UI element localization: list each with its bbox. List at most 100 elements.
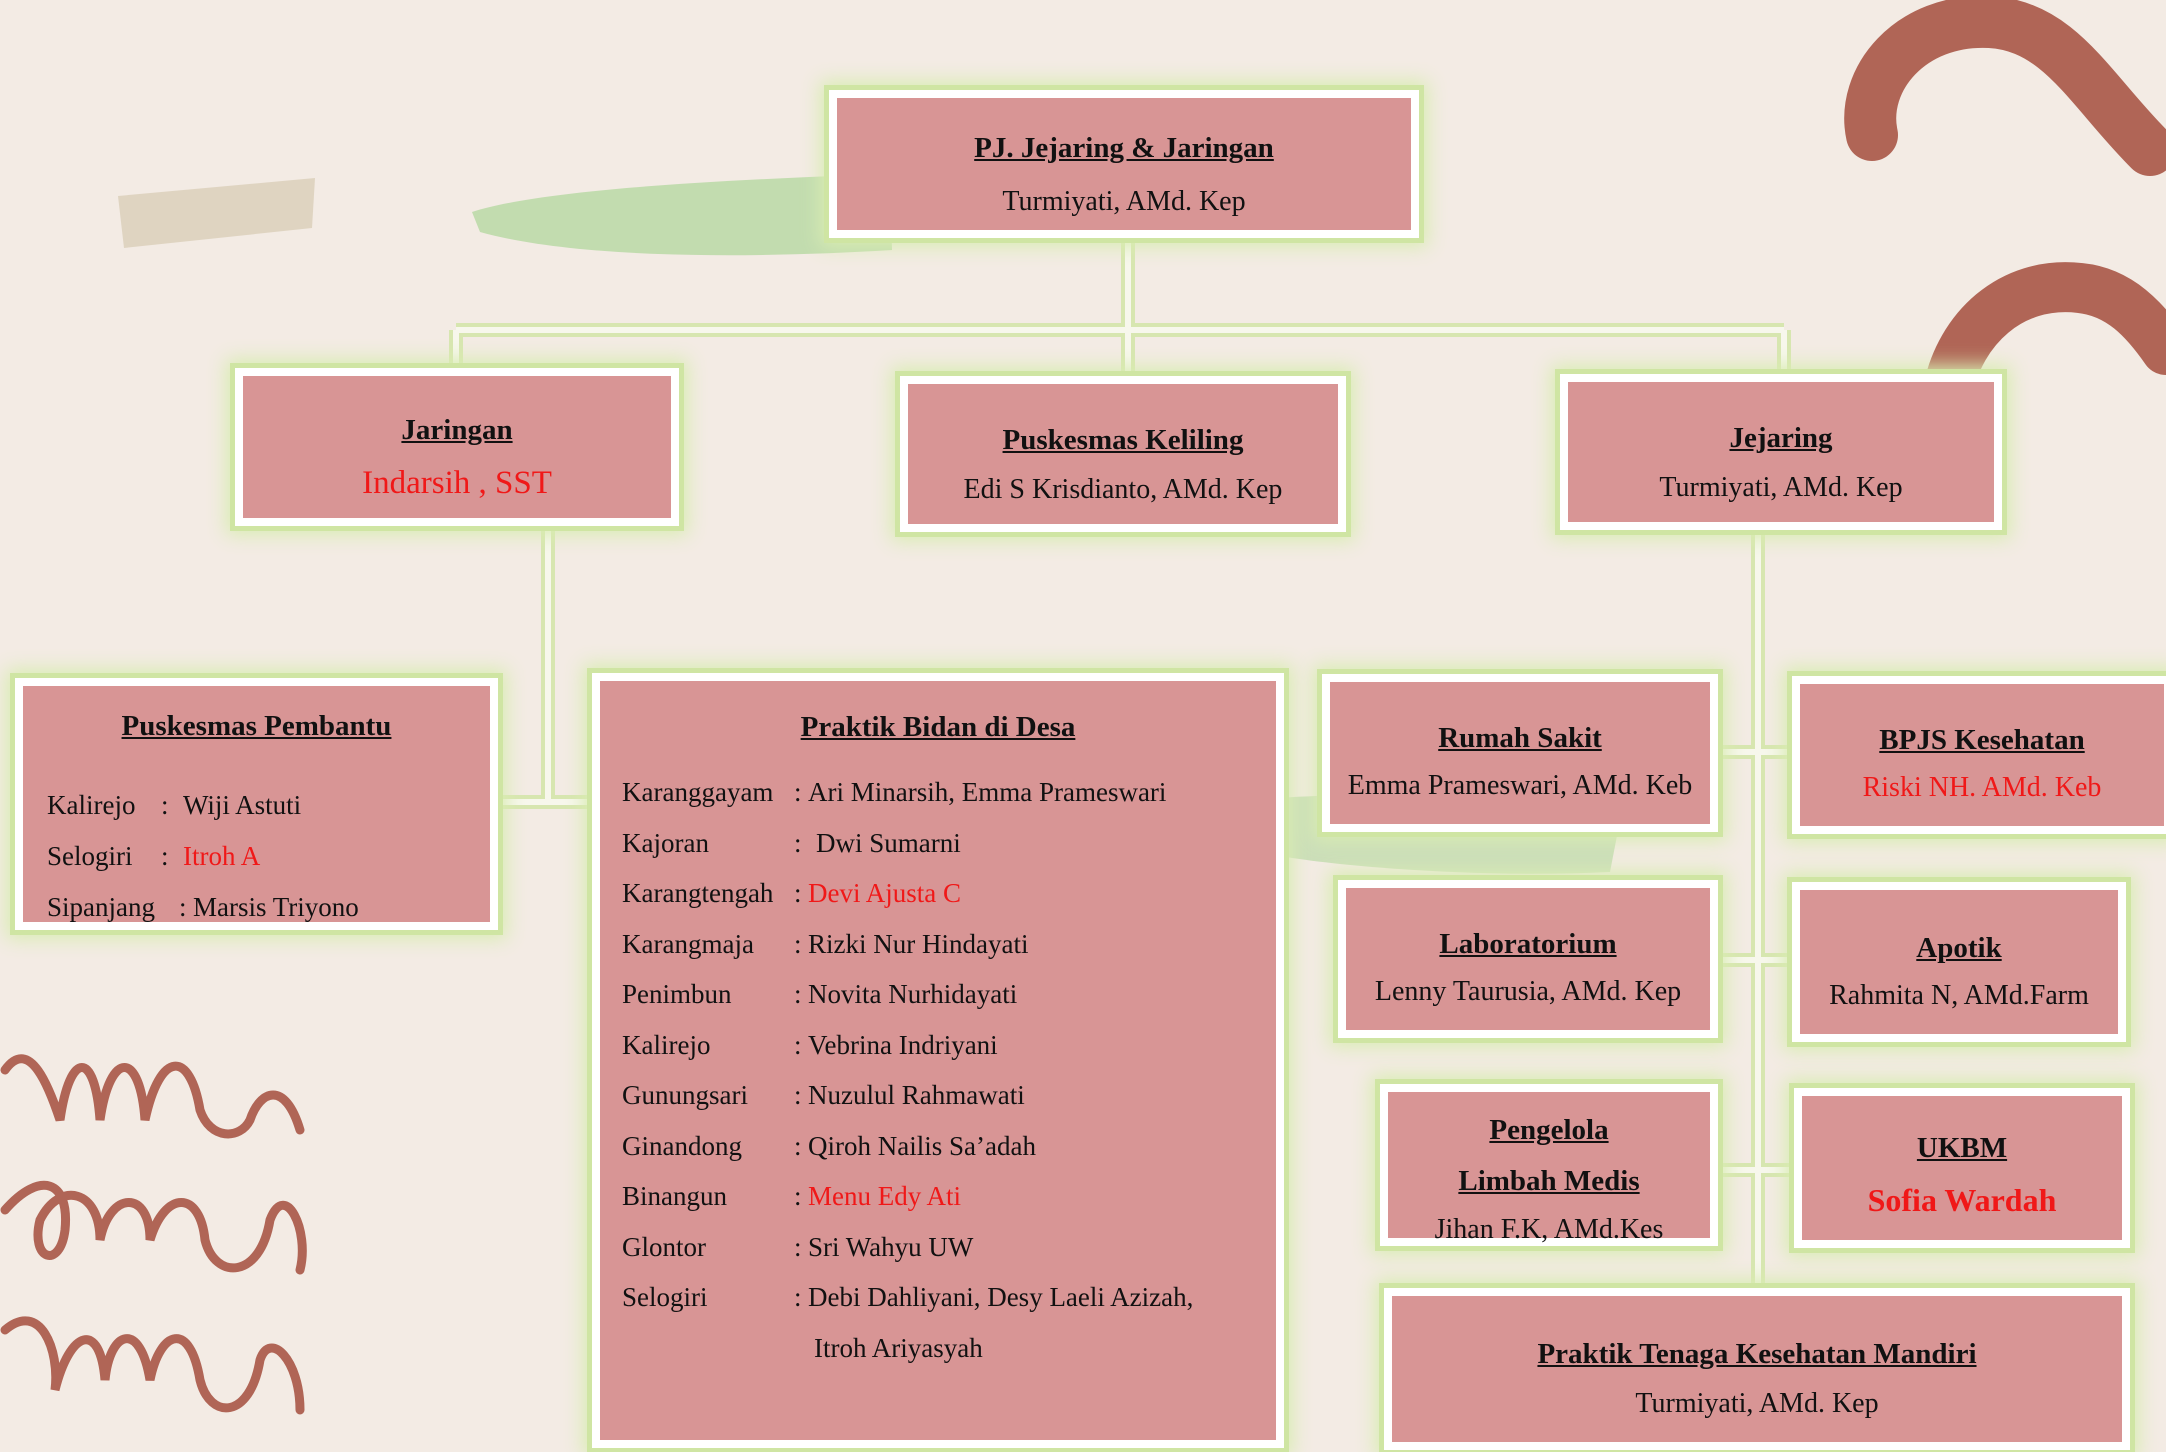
bidan-person: Nuzulul Rahmawati	[808, 1080, 1025, 1111]
list-item: Itroh Ariyasyah	[622, 1323, 1276, 1374]
bidan-person: Rizki Nur Hindayati	[808, 928, 1029, 959]
jaringan-name: Indarsih , SST	[362, 465, 552, 502]
limbah-box: Pengelola Limbah Medis Jihan F.K, AMd.Ke…	[1380, 1084, 1718, 1246]
bidan-sep: :	[794, 1282, 802, 1313]
pustu-list: Kalirejo : Wiji Astuti Selogiri : Itroh …	[47, 780, 490, 933]
jejaring-name: Turmiyati, AMd. Kep	[1659, 472, 1903, 504]
pustu-place: Sipanjang	[47, 892, 155, 923]
lab-box: Laboratorium Lenny Taurusia, AMd. Kep	[1338, 880, 1718, 1038]
decor-brown-arc-top	[1844, 0, 2166, 176]
bidan-sep: :	[794, 1181, 802, 1212]
bidan-person: Debi Dahliyani, Desy Laeli Azizah,	[808, 1282, 1194, 1313]
list-item: Selogiri : Itroh A	[47, 831, 490, 882]
bidan-place: Kalirejo	[622, 1029, 711, 1060]
lab-title: Laboratorium	[1439, 928, 1617, 960]
bidan-place: Selogiri	[622, 1282, 708, 1313]
decor-green-brush	[472, 174, 892, 256]
keliling-box: Puskesmas Keliling Edi S Krisdianto, AMd…	[900, 376, 1346, 532]
list-item: Karanggayam:Ari Minarsih, Emma Prameswar…	[622, 767, 1276, 818]
pustu-person: Marsis Triyono	[193, 892, 359, 923]
keliling-name: Edi S Krisdianto, AMd. Kep	[963, 474, 1283, 506]
bidan-sep: :	[794, 1029, 802, 1060]
list-item: Penimbun:Novita Nurhidayati	[622, 969, 1276, 1020]
bidan-sep: :	[794, 979, 802, 1010]
bpjs-name: Riski NH. AMd. Keb	[1862, 772, 2102, 804]
list-item: Selogiri:Debi Dahliyani, Desy Laeli Aziz…	[622, 1272, 1276, 1323]
mandiri-name: Turmiyati, AMd. Kep	[1635, 1388, 1879, 1420]
bidan-person: Itroh Ariyasyah	[814, 1332, 983, 1363]
list-item: Karangmaja:Rizki Nur Hindayati	[622, 919, 1276, 970]
bidan-sep: :	[794, 1080, 802, 1111]
mandiri-box: Praktik Tenaga Kesehatan Mandiri Turmiya…	[1384, 1288, 2130, 1450]
top-name: Turmiyati, AMd. Kep	[1002, 186, 1246, 218]
pustu-place: Selogiri	[47, 841, 133, 872]
apotik-title: Apotik	[1916, 932, 2002, 964]
decor-brown-arc-mid	[1923, 262, 2166, 410]
pustu-sep: :	[179, 892, 187, 923]
top-box: PJ. Jejaring & Jaringan Turmiyati, AMd. …	[829, 90, 1419, 238]
limbah-name: Jihan F.K, AMd.Kes	[1434, 1213, 1664, 1245]
bidan-person: Novita Nurhidayati	[808, 979, 1018, 1010]
list-item: Kajoran: Dwi Sumarni	[622, 818, 1276, 869]
bidan-place: Karangtengah	[622, 878, 774, 909]
pustu-sep: :	[161, 841, 169, 872]
bidan-sep: :	[794, 928, 802, 959]
bidan-box: Praktik Bidan di Desa Karanggayam:Ari Mi…	[592, 673, 1284, 1448]
pustu-title: Puskesmas Pembantu	[121, 710, 392, 742]
bidan-place: Penimbun	[622, 979, 732, 1010]
apotik-name: Rahmita N, AMd.Farm	[1829, 980, 2089, 1012]
rs-title: Rumah Sakit	[1438, 722, 1602, 754]
keliling-title: Puskesmas Keliling	[1002, 424, 1244, 456]
pustu-box: Puskesmas Pembantu Kalirejo : Wiji Astut…	[15, 678, 498, 930]
lab-name: Lenny Taurusia, AMd. Kep	[1374, 976, 1682, 1008]
bidan-sep: :	[794, 1231, 802, 1262]
rs-name: Emma Prameswari, AMd. Keb	[1347, 770, 1693, 802]
bidan-place: Kajoran	[622, 827, 709, 858]
list-item: Gunungsari:Nuzulul Rahmawati	[622, 1070, 1276, 1121]
list-item: Binangun:Menu Edy Ati	[622, 1171, 1276, 1222]
bidan-place: Glontor	[622, 1231, 706, 1262]
mandiri-title: Praktik Tenaga Kesehatan Mandiri	[1537, 1338, 1977, 1370]
bidan-person: Devi Ajusta C	[808, 878, 961, 909]
rs-box: Rumah Sakit Emma Prameswari, AMd. Keb	[1322, 674, 1718, 832]
pustu-sep: :	[161, 790, 169, 821]
apotik-box: Apotik Rahmita N, AMd.Farm	[1792, 882, 2126, 1042]
bidan-person: Qiroh Nailis Sa’adah	[808, 1130, 1036, 1161]
bidan-sep	[794, 1323, 814, 1374]
list-item: Kalirejo : Wiji Astuti	[47, 780, 490, 831]
ukbm-box: UKBM Sofia Wardah	[1794, 1088, 2130, 1248]
bidan-sep: :	[794, 777, 802, 808]
decor-tape	[118, 178, 315, 248]
bidan-place: Gunungsari	[622, 1080, 748, 1111]
bidan-person: Vebrina Indriyani	[808, 1029, 998, 1060]
bidan-place: Karanggayam	[622, 777, 774, 808]
list-item: Kalirejo:Vebrina Indriyani	[622, 1020, 1276, 1071]
pustu-person: Itroh A	[183, 841, 261, 872]
ukbm-name: Sofia Wardah	[1867, 1182, 2057, 1219]
list-item: Sipanjang : Marsis Triyono	[47, 882, 490, 933]
bpjs-title: BPJS Kesehatan	[1879, 724, 2085, 756]
bidan-title: Praktik Bidan di Desa	[800, 711, 1076, 743]
list-item: Ginandong:Qiroh Nailis Sa’adah	[622, 1121, 1276, 1172]
bidan-person: Sri Wahyu UW	[808, 1231, 974, 1262]
pustu-place: Kalirejo	[47, 790, 136, 821]
jejaring-box: Jejaring Turmiyati, AMd. Kep	[1560, 374, 2002, 530]
bpjs-box: BPJS Kesehatan Riski NH. AMd. Keb	[1792, 676, 2166, 834]
jaringan-box: Jaringan Indarsih , SST	[235, 368, 679, 526]
decor-squiggles	[0, 1054, 307, 1415]
bidan-place: Ginandong	[622, 1130, 742, 1161]
bidan-sep: :	[794, 1130, 802, 1161]
bidan-person: Dwi Sumarni	[816, 827, 961, 858]
bidan-place	[622, 1323, 794, 1374]
ukbm-title: UKBM	[1916, 1132, 2008, 1164]
limbah-title-1: Pengelola	[1489, 1114, 1609, 1146]
bidan-person: Menu Edy Ati	[808, 1181, 961, 1212]
top-title: PJ. Jejaring & Jaringan	[974, 132, 1274, 164]
limbah-title-2: Limbah Medis	[1458, 1165, 1640, 1198]
pustu-person: Wiji Astuti	[183, 790, 302, 821]
list-item: Glontor:Sri Wahyu UW	[622, 1222, 1276, 1273]
bidan-sep: :	[794, 827, 802, 858]
bidan-person: Ari Minarsih, Emma Prameswari	[808, 777, 1167, 808]
bidan-sep: :	[794, 878, 802, 909]
